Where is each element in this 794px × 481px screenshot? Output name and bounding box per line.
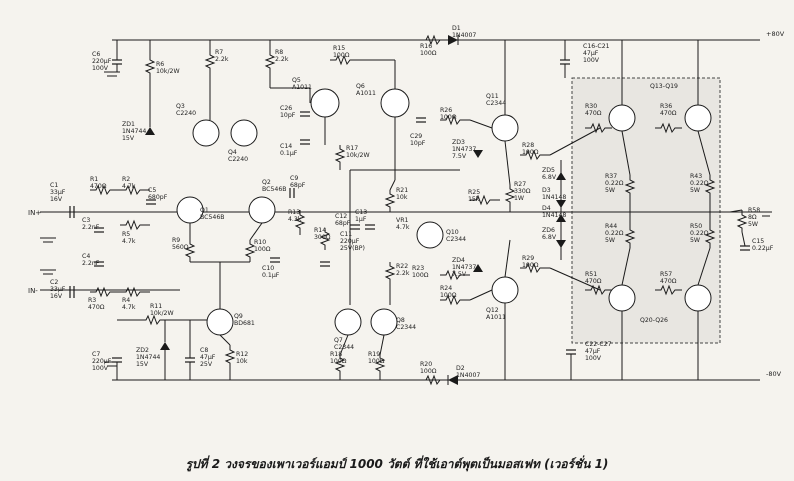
capacitor-marks (69, 59, 750, 363)
in-neg-label[interactable]: IN- (28, 287, 38, 295)
label-q20: Q20-Q26 (640, 317, 668, 324)
wiring (116, 39, 746, 380)
neg-rail-label: -80V (766, 370, 782, 378)
figure-caption: รูปที่ 2 วงจรของเพาเวอร์แอมป์ 1000 วัตต์… (185, 457, 609, 471)
label-q13: Q13-Q19 (650, 83, 678, 90)
resistor-marks (90, 34, 748, 386)
pos-rail-label: +80V (766, 30, 785, 38)
diode-marks (145, 127, 566, 350)
in-pos-label[interactable]: IN+ (28, 209, 41, 217)
rail-labels: +80V -80V IN+ IN- (28, 30, 785, 378)
transistor-symbols (176, 88, 712, 336)
